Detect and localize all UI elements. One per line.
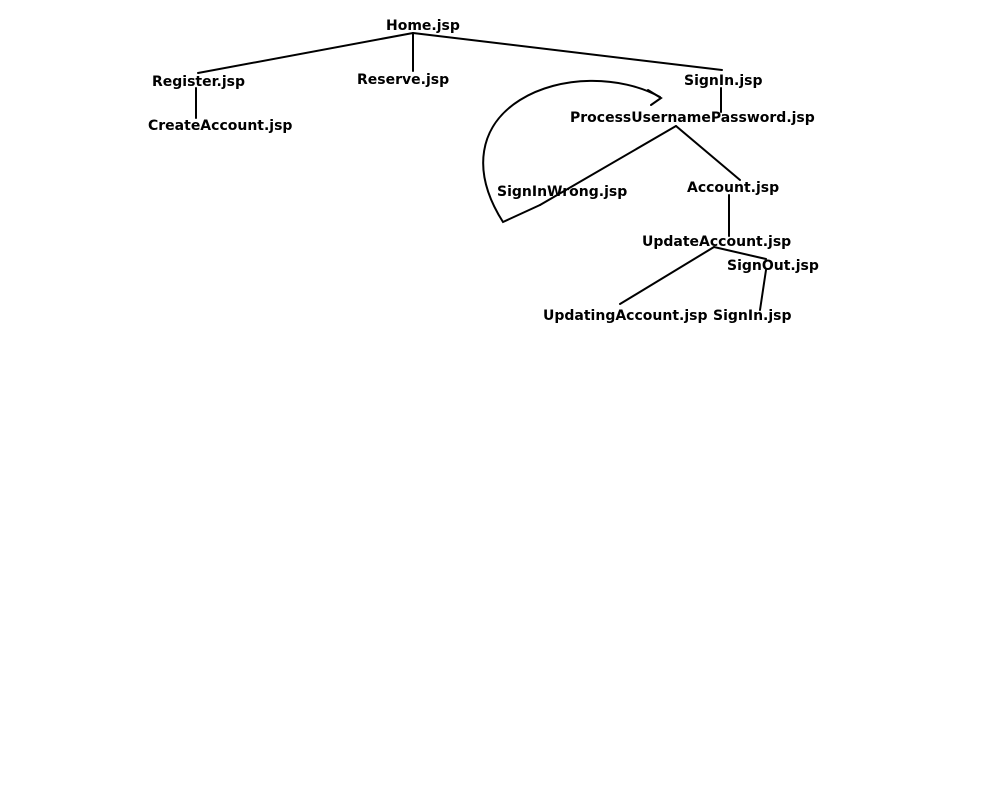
edge-signinwrong-process-loop (482, 79, 661, 224)
node-update-account: UpdateAccount.jsp (642, 234, 791, 250)
node-signout: SignOut.jsp (727, 258, 819, 274)
node-signin-final: SignIn.jsp (713, 308, 792, 324)
edge-process-account (675, 125, 741, 181)
node-signin: SignIn.jsp (684, 73, 763, 89)
node-create-account: CreateAccount.jsp (148, 118, 292, 134)
node-reserve: Reserve.jsp (357, 72, 449, 88)
edges (195, 32, 767, 311)
node-process-username-password: ProcessUsernamePassword.jsp (570, 110, 815, 126)
loop-arrowhead (647, 89, 663, 106)
edge-signout-signin (759, 269, 767, 311)
node-account: Account.jsp (687, 180, 779, 196)
edge-updateaccount-signout (713, 246, 767, 260)
node-register: Register.jsp (152, 74, 245, 90)
edge-home-register (197, 32, 414, 74)
node-home: Home.jsp (386, 18, 460, 34)
edge-updateaccount-updatingaccount (619, 246, 715, 305)
edge-home-signin (412, 32, 723, 71)
nodes: Home.jsp Register.jsp Reserve.jsp SignIn… (148, 18, 819, 324)
edge-process-signinwrong (539, 125, 677, 206)
node-signin-wrong: SignInWrong.jsp (497, 184, 627, 200)
node-updating-account: UpdatingAccount.jsp (543, 308, 708, 324)
